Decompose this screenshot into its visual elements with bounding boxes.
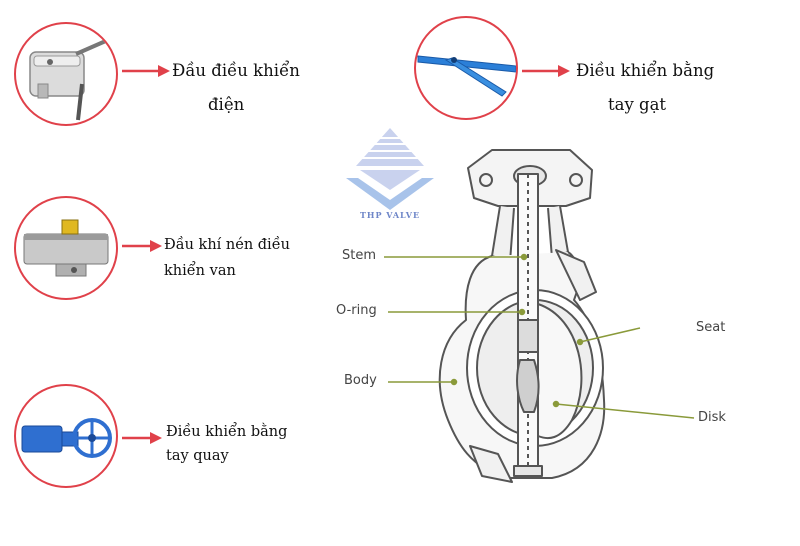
logo-text: THP VALVE [359, 210, 421, 220]
callout-seat: Seat [696, 320, 726, 335]
electric-actuator-icon [29, 38, 109, 121]
gear-handwheel-icon [21, 418, 112, 458]
thp-valve-logo [346, 128, 434, 210]
arrow-gear [122, 432, 162, 444]
pneumatic-actuator-circle [14, 196, 118, 300]
arrow-electric [122, 65, 170, 77]
pneumatic-actuator-icon [23, 219, 109, 277]
arrow-pneumatic [122, 240, 162, 252]
label-gear: Điều khiển bằng tay quay [166, 424, 288, 464]
callout-stem: Stem [342, 248, 377, 263]
lever-handle-circle [414, 16, 518, 120]
lever-handle-icon [417, 55, 516, 97]
label-electric: Đầu điều khiển điện [172, 61, 300, 114]
electric-actuator-circle [14, 22, 118, 126]
callout-disk: Disk [698, 410, 726, 425]
gear-handwheel-circle [14, 384, 118, 488]
arrow-lever [522, 65, 570, 77]
label-lever: Điều khiển bằng tay gạt [576, 61, 715, 114]
label-pneumatic: Đầu khí nén điều khiển van [164, 237, 290, 279]
callout-oring: O-ring [336, 303, 377, 318]
callout-body: Body [344, 373, 377, 388]
